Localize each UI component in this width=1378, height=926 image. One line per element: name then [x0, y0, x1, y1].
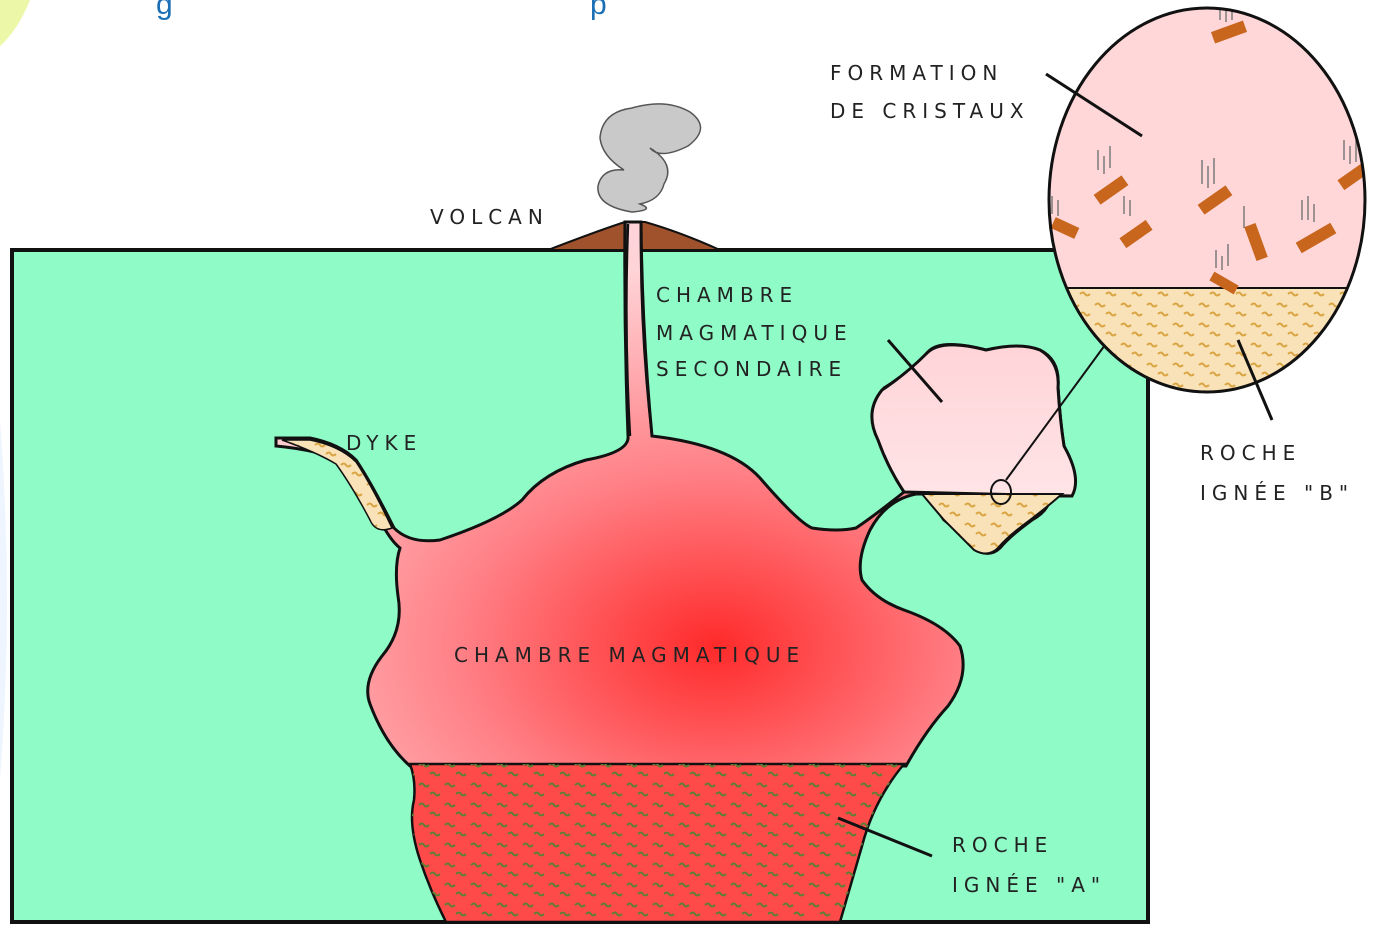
label-dyke: DYKE	[346, 431, 422, 455]
label-roche-a-line1: ROCHE	[952, 833, 1053, 857]
decor-left-edge	[0, 420, 7, 780]
decor-top-left-crescent	[0, 0, 30, 46]
igneous-rock-a-texture	[410, 764, 904, 922]
label-formation-line1: FORMATION	[830, 61, 1003, 85]
label-formation-line2: DE CRISTAUX	[830, 99, 1030, 123]
label-roche-a-line2: IGNÉE "A"	[952, 873, 1106, 897]
title-fragment-2: p	[590, 0, 607, 21]
label-chambre-magmatique: CHAMBRE MAGMATIQUE	[454, 643, 805, 667]
label-chambre-secondaire-line2: MAGMATIQUE	[656, 321, 853, 345]
label-chambre-secondaire-line3: SECONDAIRE	[656, 357, 847, 381]
label-volcan: VOLCAN	[430, 205, 549, 229]
smoke-plume	[598, 104, 701, 212]
label-roche-b-line2: IGNÉE "B"	[1200, 481, 1354, 505]
label-roche-b-line1: ROCHE	[1200, 441, 1301, 465]
title-fragment-1: g	[156, 0, 173, 21]
label-chambre-secondaire-line1: CHAMBRE	[656, 283, 798, 307]
